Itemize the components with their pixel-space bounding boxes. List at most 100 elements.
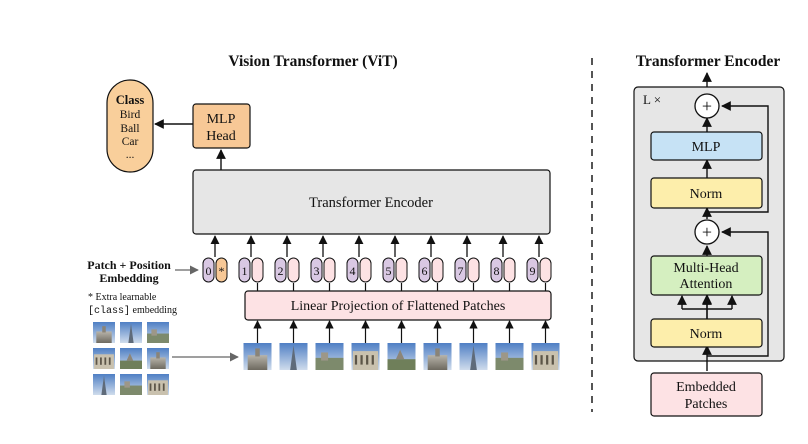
norm-box-top: Norm	[650, 177, 763, 209]
position-index: 6	[422, 264, 428, 278]
norm-box-bottom: Norm	[650, 318, 763, 348]
grid-patch	[93, 322, 115, 343]
patch-thumbnail	[315, 343, 344, 370]
position-index: 5	[386, 264, 392, 278]
embedded-patches-box: Embedded Patches	[650, 372, 763, 417]
patch-token-pill	[323, 257, 336, 283]
class-item: Ball	[120, 123, 139, 135]
patch-sequence	[243, 320, 560, 370]
patch-token-pill	[467, 257, 480, 283]
position-index: 3	[314, 264, 320, 278]
position-index: 4	[350, 264, 356, 278]
grid-patch	[120, 322, 142, 343]
position-embedding-pill	[238, 257, 251, 283]
position-embedding-pill	[202, 257, 215, 283]
position-index: 9	[530, 264, 536, 278]
add-node-top: +	[694, 93, 720, 119]
token-pair: 0*	[202, 235, 228, 283]
token-pair: 9	[526, 235, 552, 291]
embedded-line1: Embedded	[676, 380, 736, 395]
norm-label: Norm	[690, 327, 723, 342]
position-embedding-pill	[418, 257, 431, 283]
position-embedding-pill	[382, 257, 395, 283]
patch-token-pill	[503, 257, 516, 283]
token-pair: 2	[274, 235, 300, 291]
attention-line1: Multi-Head	[673, 261, 738, 276]
position-embedding-pill	[454, 257, 467, 283]
patch-thumbnail	[351, 343, 380, 370]
patch-thumbnail	[387, 343, 416, 370]
position-index: 1	[242, 264, 248, 278]
position-index: 7	[458, 264, 464, 278]
patch-thumbnail	[423, 343, 452, 370]
mlp-head-box: MLP Head	[192, 103, 251, 149]
footnote-line2: [class] embedding	[88, 305, 177, 317]
grid-patch	[93, 374, 115, 395]
class-output-box: Class Bird Ball Car ...	[106, 79, 154, 173]
patch-token-pill	[287, 257, 300, 283]
position-embedding-pill	[310, 257, 323, 283]
token-pair: 6	[418, 235, 444, 291]
class-heading: Class	[116, 93, 145, 107]
embedding-label-line1: Patch + Position	[87, 258, 171, 272]
footnote-rest: embedding	[130, 305, 177, 316]
patch-thumbnail	[243, 343, 272, 370]
position-index: 0	[206, 264, 212, 278]
patch-thumbnail	[495, 343, 524, 370]
token-pair: 7	[454, 235, 480, 291]
embedding-label-line2: Embedding	[99, 271, 158, 285]
token-pair: 8	[490, 235, 516, 291]
patch-token-pill	[539, 257, 552, 283]
transformer-encoder-label: Transformer Encoder	[309, 195, 433, 211]
position-index: 2	[278, 264, 284, 278]
patch-token-pill	[251, 257, 264, 283]
add-symbol: +	[702, 96, 712, 116]
grid-patch	[147, 322, 169, 343]
token-pair: 5	[382, 235, 408, 291]
embedded-line2: Patches	[685, 397, 728, 412]
token-pair: 4	[346, 235, 372, 291]
add-node-bottom: +	[694, 219, 720, 245]
token-pair: 3	[310, 235, 336, 291]
linear-projection-label: Linear Projection of Flattened Patches	[291, 299, 506, 314]
input-image-grid	[93, 322, 169, 395]
class-token-pill	[215, 257, 228, 283]
grid-patch	[93, 348, 115, 369]
patch-token-pill	[431, 257, 444, 283]
vit-title: Vision Transformer (ViT)	[228, 53, 397, 70]
grid-patch	[120, 348, 142, 369]
linear-projection-box: Linear Projection of Flattened Patches	[244, 290, 552, 321]
token-pair: 1	[238, 235, 264, 291]
grid-patch	[120, 374, 142, 395]
mlp-head-line1: MLP	[207, 112, 236, 127]
repeat-label: L ×	[643, 92, 661, 107]
residual-connection-2	[707, 101, 769, 213]
patch-token-pill	[395, 257, 408, 283]
position-embedding-pill	[526, 257, 539, 283]
patch-thumbnail	[459, 343, 488, 370]
encoder-mlp-label: MLP	[692, 140, 721, 155]
add-symbol: +	[702, 222, 712, 242]
multi-head-attention-box: Multi-Head Attention	[650, 255, 763, 296]
position-index: 8	[494, 264, 500, 278]
patch-thumbnail	[279, 343, 308, 370]
class-item: Car	[122, 136, 139, 148]
position-embedding-pill	[274, 257, 287, 283]
class-item: Bird	[120, 109, 141, 121]
patch-token-pill	[359, 257, 372, 283]
class-token-marker: *	[219, 264, 225, 278]
attention-line2: Attention	[680, 277, 733, 292]
norm-label: Norm	[690, 187, 723, 202]
grid-patch	[147, 348, 169, 369]
position-embedding-pill	[490, 257, 503, 283]
footnote-code: [class]	[88, 305, 130, 317]
encoder-mlp-box: MLP	[650, 131, 763, 161]
residual-connection-1	[707, 227, 769, 357]
footnote-line1: * Extra learnable	[88, 292, 157, 303]
grid-patch	[147, 374, 169, 395]
position-embedding-pill	[346, 257, 359, 283]
patch-thumbnail	[531, 343, 560, 370]
encoder-title: Transformer Encoder	[636, 53, 781, 70]
